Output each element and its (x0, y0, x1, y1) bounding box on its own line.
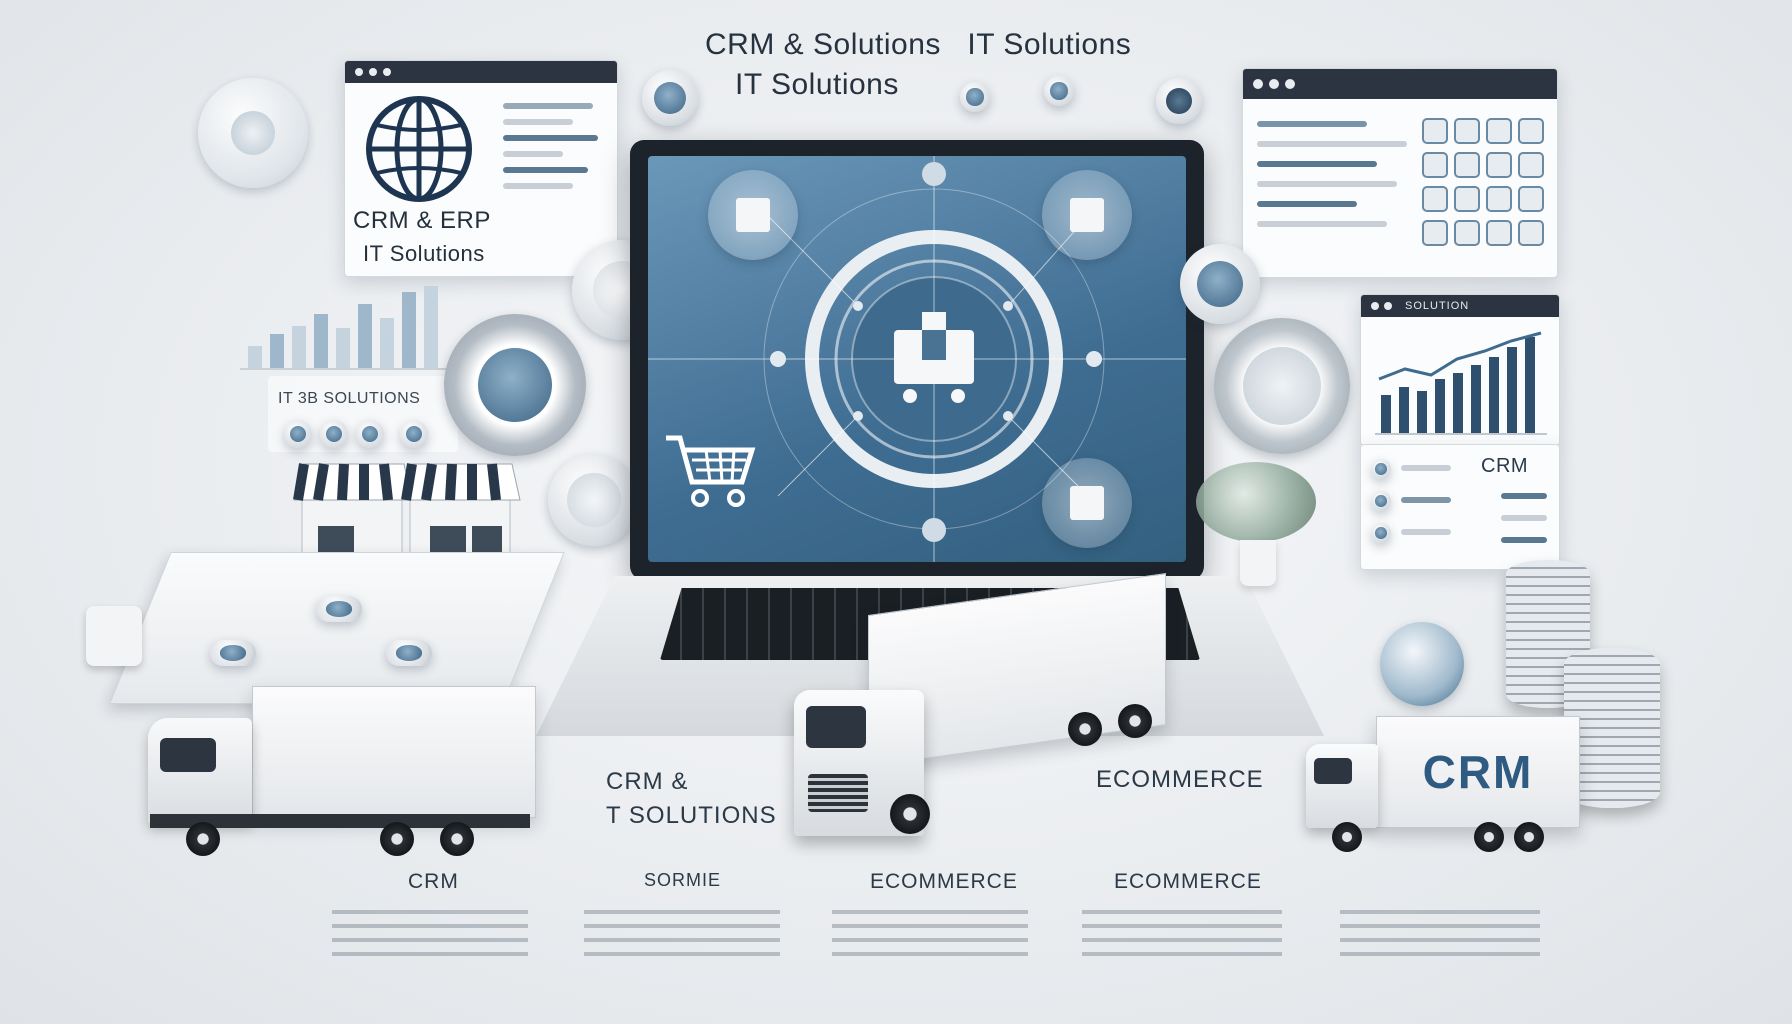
check-icon[interactable] (386, 640, 432, 666)
package-gear-icon (444, 314, 586, 456)
wheel (1514, 822, 1544, 852)
status-dot-icon (1371, 459, 1391, 479)
crm-erp-card[interactable]: CRM & ERP IT Solutions (344, 60, 618, 277)
bar-chart-icon (240, 286, 450, 370)
text-block-3 (832, 910, 1028, 964)
compass-icon[interactable] (1180, 244, 1260, 324)
cart-mini-icon[interactable] (400, 420, 428, 448)
wheel (1118, 704, 1152, 738)
box-gear-icon (1214, 318, 1350, 454)
wheel (890, 794, 930, 834)
chat-icon[interactable] (1042, 458, 1132, 548)
text-block-5 (1340, 910, 1540, 964)
truck-left-chassis (150, 814, 530, 828)
caption-crm: CRM & (606, 768, 689, 795)
status-dot-icon-2 (1371, 491, 1391, 511)
user-icon[interactable] (356, 420, 384, 448)
clock-icon (198, 78, 308, 188)
tag-icon[interactable] (320, 420, 348, 448)
dashboard-card[interactable] (1242, 68, 1558, 278)
refresh-icon[interactable] (1156, 78, 1202, 124)
bottom-title-4: ECOMMERCE (1114, 870, 1262, 893)
wheel (1474, 822, 1504, 852)
truck-left-cargo (252, 686, 536, 818)
crm-card-label: CRM (1481, 455, 1529, 477)
app-grid-icon (1422, 118, 1544, 246)
globe-icon (366, 96, 472, 202)
bottom-title-3: ECOMMERCE (870, 870, 1018, 893)
laptop-screen[interactable] (648, 156, 1186, 562)
header-title-1: CRM & Solutions IT Solutions (705, 28, 1132, 61)
solution-label: SOLUTION (1405, 300, 1470, 312)
text-block-4 (1082, 910, 1282, 964)
plant-pot (1240, 540, 1276, 586)
crm-erp-text: CRM & ERP (353, 207, 491, 234)
caption-ecommerce: ECOMMERCE (1096, 766, 1264, 793)
truck-left-cab (148, 718, 252, 824)
target-icon[interactable] (642, 70, 698, 126)
plant (1196, 462, 1316, 542)
crm-card[interactable]: CRM (1360, 444, 1560, 570)
caption-it-solutions: T SOLUTIONS (606, 802, 777, 829)
bottom-title-2: SORMIE (644, 870, 722, 890)
text-block-1 (332, 910, 528, 964)
lock-icon (86, 606, 142, 666)
delivery-cart-icon[interactable] (886, 306, 982, 406)
it-solutions-text: IT Solutions (363, 241, 485, 266)
bottom-title-1: CRM (408, 870, 459, 893)
eye-icon[interactable] (210, 640, 256, 666)
wheel (1332, 822, 1362, 852)
settings-icon[interactable] (284, 420, 312, 448)
box-icon[interactable] (708, 170, 798, 260)
truck-right-cab (1306, 744, 1378, 828)
status-dot-icon-3 (1371, 523, 1391, 543)
globe-sphere-icon (1380, 622, 1464, 706)
wheel (380, 822, 414, 856)
badge-icon[interactable] (316, 596, 362, 622)
wheel (440, 822, 474, 856)
solution-chart-card[interactable]: SOLUTION (1360, 294, 1560, 446)
it-solutions-label: IT 3B SOLUTIONS (278, 390, 421, 407)
header-title-2: IT Solutions (735, 68, 899, 101)
truck-right-cargo: CRM (1376, 716, 1580, 828)
shopping-cart-icon[interactable] (662, 432, 758, 512)
link-icon[interactable] (960, 82, 990, 112)
product-board (109, 552, 565, 704)
text-block-2 (584, 910, 780, 964)
document-icon[interactable] (548, 454, 640, 546)
wheel (1068, 712, 1102, 746)
growth-chart-icon (1375, 331, 1547, 435)
wheel (186, 822, 220, 856)
coin-stack-2 (1564, 648, 1660, 808)
truck-crm-label: CRM (1422, 746, 1534, 798)
gear-icon[interactable] (1044, 76, 1074, 106)
building-icon[interactable] (1042, 170, 1132, 260)
